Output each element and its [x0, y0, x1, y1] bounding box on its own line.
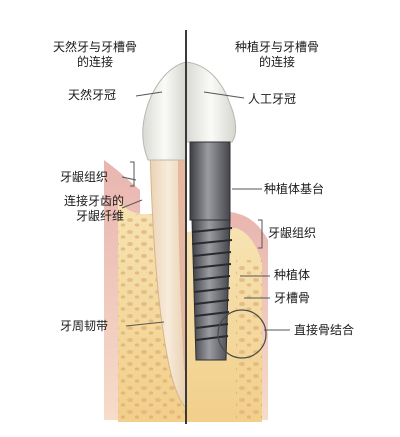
- right-title-line1: 种植牙与牙槽骨: [234, 40, 319, 54]
- label-gingival-fibers-line2: 牙龈纤维: [75, 209, 124, 223]
- leader-lines: [121, 91, 290, 331]
- label-implant-abutment: 种植体基台: [264, 182, 325, 196]
- left-title-line2: 的连接: [76, 55, 113, 69]
- label-gingival-fibers: 连接牙齿的 牙龈纤维: [30, 194, 124, 224]
- left-title: 天然牙与牙槽骨 的连接: [40, 40, 150, 70]
- artificial-crown: [185, 61, 237, 143]
- label-natural-crown: 天然牙冠: [68, 88, 117, 102]
- label-gingival-fibers-line1: 连接牙齿的: [63, 194, 124, 208]
- osseointegration-circle: [217, 309, 267, 359]
- natural-root: [149, 149, 187, 410]
- label-artificial-crown: 人工牙冠: [248, 92, 297, 106]
- label-implant-body: 种植体: [274, 268, 311, 282]
- label-alveolar-bone: 牙槽骨: [274, 291, 311, 305]
- label-periodontal-ligament: 牙周韧带: [60, 319, 109, 333]
- right-title: 种植牙与牙槽骨 的连接: [222, 40, 332, 70]
- bone-pores-right: [236, 260, 262, 422]
- pulp-canal: [178, 160, 186, 370]
- natural-crown: [142, 61, 187, 161]
- implant-threads: [191, 227, 233, 341]
- left-title-line1: 天然牙与牙槽骨: [52, 40, 137, 54]
- label-gingiva-right: 牙龈组织: [268, 226, 317, 240]
- right-title-line2: 的连接: [258, 55, 295, 69]
- implant-abutment: [189, 141, 231, 221]
- label-gingiva-left: 牙龈组织: [60, 170, 109, 184]
- label-osseointegration: 直接骨结合: [294, 323, 355, 337]
